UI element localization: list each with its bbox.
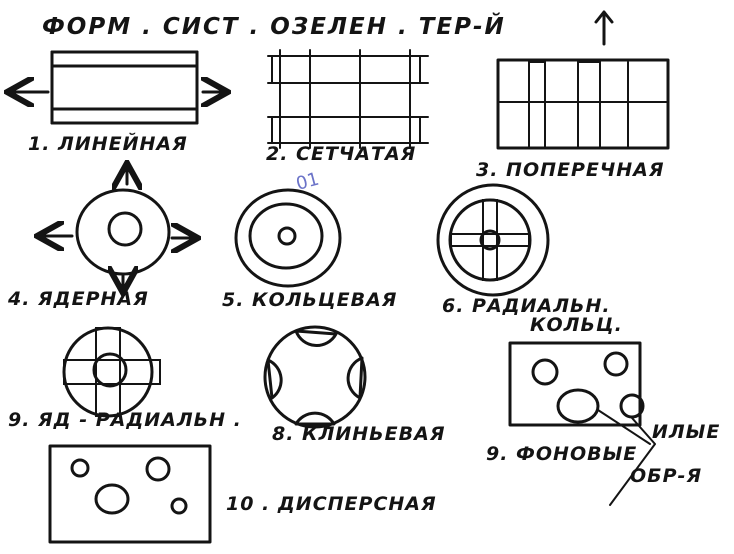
- background-leader-lines: [597, 409, 656, 506]
- nuclear-core: [107, 211, 143, 247]
- grid-vertical-lines: [279, 49, 411, 149]
- nucrad-core: [92, 352, 128, 388]
- dispersed-frame: [48, 444, 212, 544]
- dispersed-patch-1: [70, 458, 90, 478]
- scheme-linear: [10, 50, 225, 125]
- label-linear: 1. ЛИНЕЙНАЯ: [28, 132, 188, 155]
- background-clearing-3: [556, 388, 600, 424]
- up-arrow-icon: [594, 10, 614, 46]
- linear-top-strip: [50, 50, 199, 68]
- label-ring: 5. КОЛЬЦЕВАЯ: [222, 289, 397, 311]
- nucrad-horizontal-band: [63, 359, 161, 385]
- scheme-grid: [267, 49, 429, 149]
- label-nuclear-radial: 9. ЯД - РАДИАЛЬН .: [8, 409, 242, 431]
- ring-core: [277, 226, 297, 246]
- wedge-right: [346, 356, 364, 400]
- radial-outer-ring: [436, 183, 550, 297]
- ring-outer-band: [234, 188, 342, 288]
- dispersed-patch-4: [170, 497, 188, 515]
- label-nuclear: 4. ЯДЕРНАЯ: [7, 288, 149, 310]
- label-background-line3: ОБР-Я: [630, 465, 702, 487]
- label-radial-ring: 6. РАДИАЛЬН.: [442, 295, 611, 317]
- label-background-line2: ИЛЫЕ: [652, 421, 720, 443]
- diagram-title: ФОРМ . СИСТ . ОЗЕЛЕН . ТЕР-Й: [42, 12, 506, 40]
- scheme-radial-ring: [436, 183, 550, 297]
- label-dispersed: 10 . ДИСПЕРСНАЯ: [226, 493, 437, 515]
- background-field: [508, 341, 642, 427]
- linear-frame: [50, 50, 199, 125]
- grid-top-band: [271, 55, 421, 84]
- label-transverse: 3. ПОПЕРЕЧНАЯ: [476, 159, 664, 181]
- dispersed-patch-3: [94, 483, 130, 515]
- wedge-left: [266, 358, 283, 400]
- grid-bottom-band: [271, 116, 421, 144]
- radial-inner-area: [448, 198, 532, 282]
- scheme-background: [508, 341, 656, 506]
- wedge-top: [294, 329, 338, 347]
- radial-horizontal-spoke: [450, 233, 530, 247]
- label-radial-ring-line2: КОЛЬЦ.: [530, 314, 623, 336]
- scheme-nuclear: [40, 166, 195, 290]
- wedge-outer-circle: [263, 325, 367, 429]
- linear-bottom-strip: [50, 107, 199, 125]
- ring-inner-area: [248, 202, 324, 270]
- transverse-frame: [496, 58, 670, 150]
- nucrad-outer-circle: [62, 326, 154, 418]
- radial-core: [479, 229, 501, 251]
- scheme-dispersed: [48, 444, 212, 544]
- scheme-wedge: [263, 325, 367, 429]
- wedge-bottom: [294, 411, 336, 426]
- scheme-nuclear-radial: [62, 326, 161, 418]
- nucrad-vertical-band: [95, 327, 121, 417]
- background-clearing-4: [619, 393, 645, 419]
- radial-vertical-spoke: [482, 199, 498, 281]
- scheme-ring: [234, 188, 342, 288]
- transverse-strip-2: [577, 61, 601, 149]
- scheme-transverse: [496, 58, 670, 150]
- transverse-strip-1: [528, 61, 546, 149]
- label-wedge: 8. КЛИНЬЕВАЯ: [272, 423, 445, 445]
- background-clearing-1: [531, 358, 559, 386]
- label-grid: 2. СЕТЧАТАЯ: [266, 143, 416, 165]
- label-background: 9. ФОНОВЫЕ: [486, 443, 637, 465]
- background-clearing-2: [603, 351, 629, 377]
- dispersed-patch-2: [145, 456, 171, 482]
- grid-horizontal-lines: [267, 55, 429, 144]
- nuclear-outer-circle: [75, 188, 171, 276]
